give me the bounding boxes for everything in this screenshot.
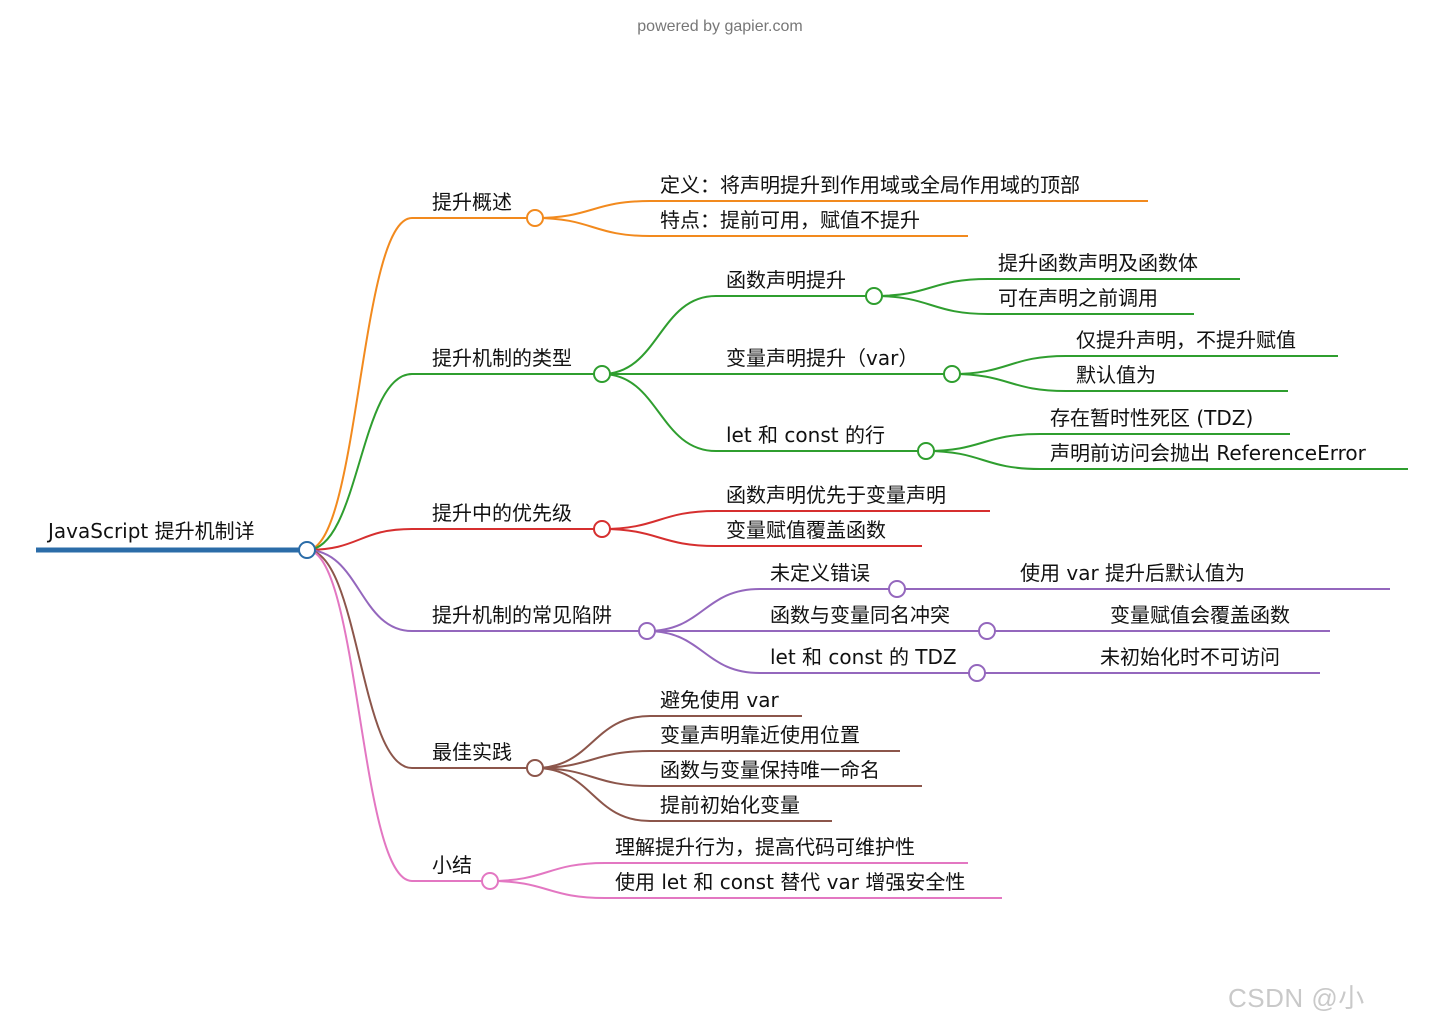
subtopic-connector: [534, 750, 651, 769]
subtopic-node[interactable]: [917, 442, 935, 460]
subtopic-label: 使用 let 和 const 替代 var 增强安全性: [615, 870, 965, 894]
branch-connector: [306, 549, 413, 882]
subtopic-node[interactable]: [943, 365, 961, 383]
subtopic-connector: [646, 630, 761, 674]
subtopic-connector: [601, 510, 717, 530]
subtopic-connector: [489, 880, 606, 899]
subtopic-connector: [646, 588, 761, 632]
detail-label: 变量赋值会覆盖函数: [1110, 603, 1290, 627]
connector-layer: [36, 200, 1408, 899]
detail-label: 声明前访问会抛出 ReferenceError: [1050, 441, 1367, 465]
detail-label: 使用 var 提升后默认值为: [1020, 561, 1245, 585]
subtopic-label: 变量声明靠近使用位置: [660, 723, 860, 747]
detail-label: 存在暂时性死区 (TDZ): [1050, 406, 1253, 430]
branch-label: 提升概述: [432, 190, 512, 214]
detail-connector: [951, 373, 1067, 392]
subtopic-label: 提前初始化变量: [660, 793, 800, 817]
subtopic-label: 未定义错误: [770, 561, 870, 585]
subtopic-node[interactable]: [968, 664, 986, 682]
detail-label: 未初始化时不可访问: [1100, 645, 1280, 669]
detail-connector: [951, 355, 1067, 375]
branch-node[interactable]: [526, 209, 544, 227]
subtopic-label: 变量声明提升（var）: [726, 346, 918, 370]
detail-label: 可在声明之前调用: [998, 286, 1158, 310]
subtopic-connector: [534, 767, 651, 822]
branch-node[interactable]: [481, 872, 499, 890]
branch-connector: [306, 549, 413, 769]
branch-label: 小结: [432, 853, 472, 877]
detail-label: 提升函数声明及函数体: [998, 251, 1198, 275]
detail-connector: [873, 295, 989, 315]
subtopic-label: 避免使用 var: [660, 688, 779, 712]
subtopic-node[interactable]: [978, 622, 996, 640]
subtopic-connector: [534, 217, 651, 237]
subtopic-label: 变量赋值覆盖函数: [726, 518, 886, 542]
detail-connector: [925, 433, 1041, 452]
csdn-watermark: CSDN @小: [1228, 983, 1365, 1013]
subtopic-connector: [534, 715, 651, 769]
subtopic-node[interactable]: [865, 287, 883, 305]
branch-connector: [306, 528, 413, 551]
subtopic-label: 函数声明优先于变量声明: [726, 483, 946, 507]
branch-label: 提升机制的类型: [432, 346, 572, 370]
branch-label: 最佳实践: [432, 740, 512, 764]
branch-node[interactable]: [638, 622, 656, 640]
subtopic-label: 理解提升行为，提高代码可维护性: [615, 835, 915, 859]
powered-by-credit: powered by gapier.com: [637, 18, 803, 35]
root-node[interactable]: [298, 541, 316, 559]
branch-label: 提升中的优先级: [432, 501, 572, 525]
branch-node[interactable]: [593, 520, 611, 538]
subtopic-label: let 和 const 的 TDZ: [770, 645, 957, 669]
detail-connector: [925, 450, 1041, 470]
branch-label: 提升机制的常见陷阱: [432, 603, 612, 627]
subtopic-connector: [601, 528, 717, 547]
subtopic-label: 函数与变量同名冲突: [770, 603, 950, 627]
subtopic-label: 特点：提前可用，赋值不提升: [660, 208, 920, 232]
branch-connector: [306, 373, 413, 551]
subtopic-connector: [534, 767, 651, 787]
subtopic-label: 函数声明提升: [726, 268, 846, 292]
subtopic-label: 函数与变量保持唯一命名: [660, 758, 880, 782]
branch-node[interactable]: [526, 759, 544, 777]
branch-node[interactable]: [593, 365, 611, 383]
detail-connector: [873, 278, 989, 297]
branch-connector: [306, 549, 413, 632]
detail-label: 仅提升声明，不提升赋值: [1076, 328, 1296, 352]
label-layer: JavaScript 提升机制详 提升概述 定义：将声明提升到作用域或全局作用域的顶…: [46, 173, 1367, 894]
subtopic-connector: [601, 295, 717, 375]
subtopic-connector: [534, 200, 651, 219]
subtopic-node[interactable]: [888, 580, 906, 598]
subtopic-connector: [601, 373, 717, 452]
detail-label: 默认值为: [1076, 363, 1156, 387]
node-layer: [298, 209, 996, 890]
subtopic-label: let 和 const 的行: [726, 423, 885, 447]
root-label: JavaScript 提升机制详: [46, 519, 255, 543]
branch-connector: [306, 217, 413, 551]
subtopic-connector: [489, 862, 606, 882]
subtopic-label: 定义：将声明提升到作用域或全局作用域的顶部: [660, 173, 1080, 197]
